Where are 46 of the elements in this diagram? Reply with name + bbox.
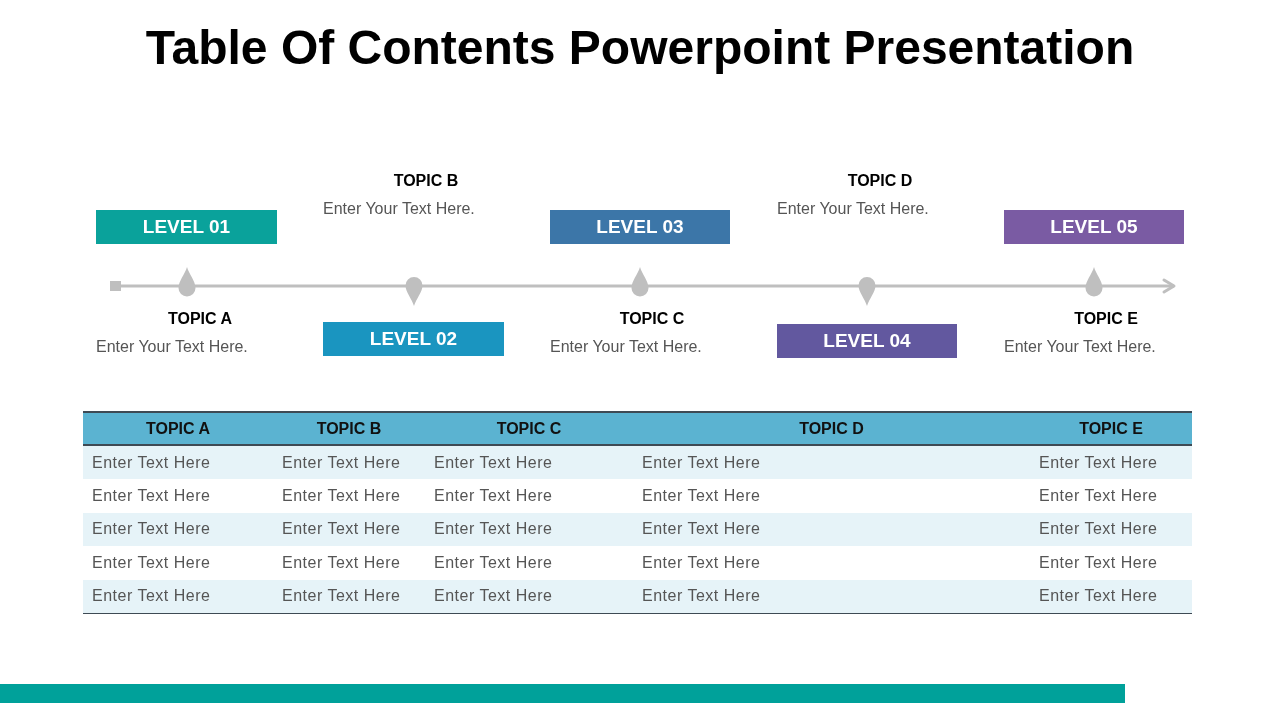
table-entry: Enter Text Here: [282, 519, 401, 540]
table-entry: Enter Text Here: [92, 552, 211, 573]
topic-heading: TOPIC A: [167, 309, 233, 329]
table-entry: Enter Text Here: [1039, 586, 1158, 607]
table-entry: Enter Text Here: [434, 586, 553, 607]
slide-title: Table Of Contents Powerpoint Presentation: [144, 20, 1136, 76]
topic-text: Enter Your Text Here.: [550, 337, 702, 357]
column-heading: TOPIC D: [798, 419, 865, 439]
level-box: LEVEL 01: [96, 210, 277, 244]
topic-text: Enter Your Text Here.: [96, 337, 248, 357]
column-heading: TOPIC C: [495, 419, 563, 439]
table-entry: Enter Text Here: [642, 586, 761, 607]
table-entry: Enter Text Here: [642, 519, 761, 540]
table-entry: Enter Text Here: [92, 519, 211, 540]
table-entry: Enter Text Here: [434, 552, 553, 573]
table-entry: Enter Text Here: [1039, 452, 1158, 473]
table-entry: Enter Text Here: [92, 485, 211, 506]
topic-text: Enter Your Text Here.: [323, 199, 475, 219]
table-entry: Enter Text Here: [434, 485, 553, 506]
table-entry: Enter Text Here: [642, 485, 761, 506]
table-entry: Enter Text Here: [642, 452, 761, 473]
column-heading: TOPIC A: [145, 419, 211, 439]
topic-text: Enter Your Text Here.: [1004, 337, 1156, 357]
topic-heading: TOPIC B: [392, 171, 460, 191]
table-entry: Enter Text Here: [1039, 519, 1158, 540]
level-box: LEVEL 02: [323, 322, 504, 356]
level-box: LEVEL 04: [777, 324, 957, 358]
table-entry: Enter Text Here: [282, 586, 401, 607]
table-entry: Enter Text Here: [282, 452, 401, 473]
table-entry: Enter Text Here: [92, 586, 211, 607]
column-heading: TOPIC E: [1078, 419, 1144, 439]
table-entry: Enter Text Here: [282, 552, 401, 573]
topic-heading: TOPIC D: [846, 171, 914, 191]
table-entry: Enter Text Here: [1039, 485, 1158, 506]
table-entry: Enter Text Here: [434, 452, 553, 473]
table-entry: Enter Text Here: [642, 552, 761, 573]
table-entry: Enter Text Here: [282, 485, 401, 506]
topic-heading: TOPIC E: [1073, 309, 1139, 329]
level-box: LEVEL 05: [1004, 210, 1184, 244]
table-entry: Enter Text Here: [434, 519, 553, 540]
topic-heading: TOPIC C: [618, 309, 686, 329]
column-heading: TOPIC B: [315, 419, 383, 439]
topic-text: Enter Your Text Here.: [777, 199, 929, 219]
table-entry: Enter Text Here: [1039, 552, 1158, 573]
table-entry: Enter Text Here: [92, 452, 211, 473]
level-box: LEVEL 03: [550, 210, 730, 244]
